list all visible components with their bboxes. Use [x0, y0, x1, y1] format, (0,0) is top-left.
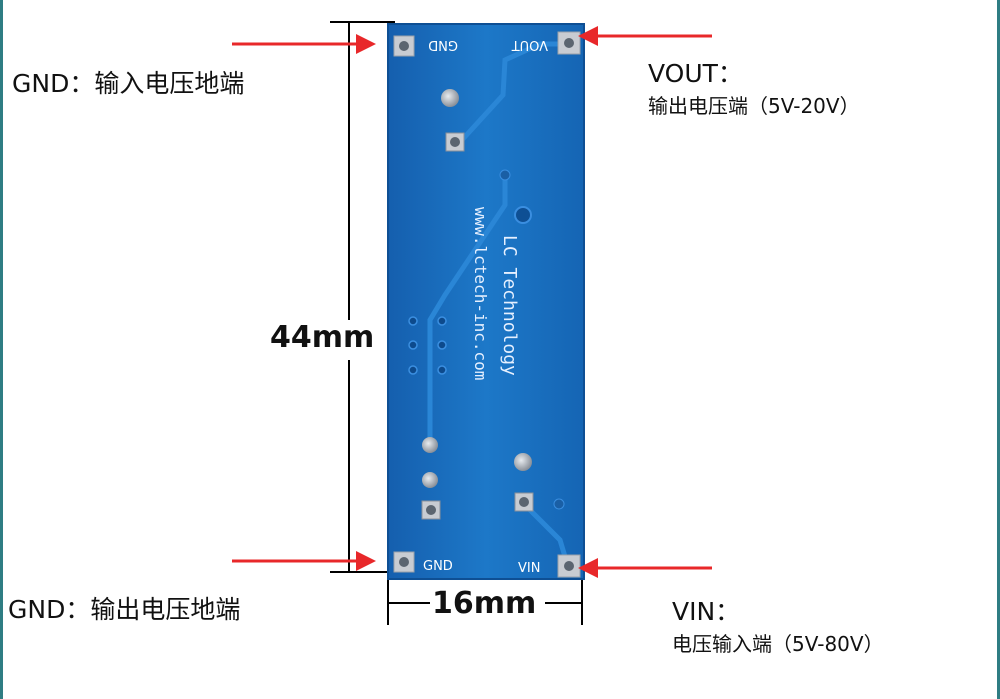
pad-gnd-top	[393, 35, 415, 57]
pad-vout	[557, 31, 581, 55]
pad-gnd-bottom	[393, 551, 415, 573]
vout-title-label: VOUT：	[648, 59, 743, 88]
height-dimension-lines	[330, 21, 395, 573]
arrow-vout	[578, 26, 712, 46]
arrow-gnd-bottom	[232, 551, 376, 571]
pad-vin	[557, 554, 581, 578]
pcb-url-text: www.lctech-inc.com	[471, 207, 490, 380]
right-edge-strip	[997, 0, 1000, 699]
pad-label-gnd-top: GND	[428, 37, 458, 52]
arrow-gnd-top	[232, 34, 376, 54]
vin-title-label: VIN：	[672, 597, 741, 626]
pcb-traces	[427, 41, 569, 563]
width-dimension-lines	[387, 572, 583, 625]
arrow-vin	[578, 558, 712, 578]
pad-label-gnd-bottom: GND	[423, 559, 453, 574]
via-grid	[408, 316, 447, 375]
gnd-output-label: GND：输出电压地端	[8, 595, 241, 624]
pad-label-vout: VOUT	[512, 37, 548, 52]
gnd-input-label: GND：输入电压地端	[12, 69, 245, 98]
left-edge-strip	[0, 0, 3, 699]
component-pads	[421, 89, 565, 520]
vout-desc-label: 输出电压端（5V-20V）	[648, 94, 860, 118]
vin-desc-label: 电压输入端（5V-80V）	[672, 632, 884, 656]
pad-label-vin: VIN	[518, 561, 540, 576]
width-dimension-label: 16mm	[432, 586, 537, 621]
height-dimension-label: 44mm	[270, 320, 375, 355]
pcb-brand-text: LC Technology	[499, 235, 520, 376]
